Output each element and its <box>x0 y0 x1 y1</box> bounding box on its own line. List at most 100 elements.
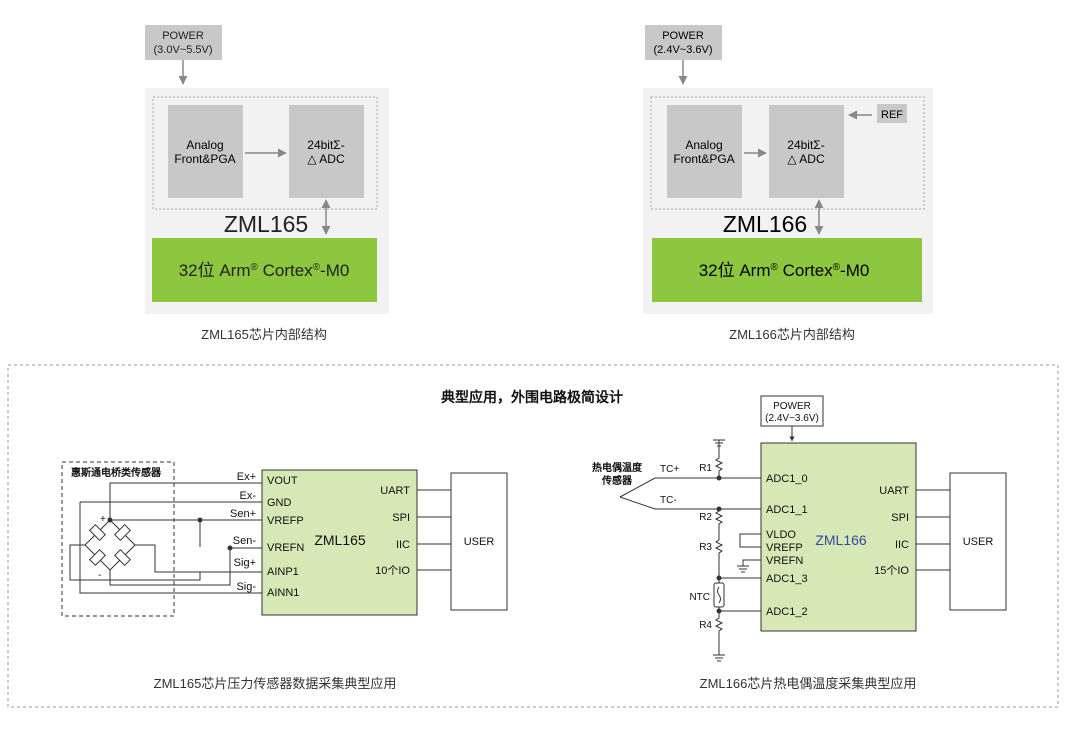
sensor-dashed-box <box>61 461 175 617</box>
application-section-border <box>7 364 1059 708</box>
pin-ainp1: AINP1 <box>267 566 299 578</box>
ref-block <box>877 104 907 123</box>
power-label: POWER <box>162 30 204 42</box>
resistor-r1 <box>714 450 724 478</box>
zml166-chip <box>760 442 917 632</box>
adc-label-line2: △ ADC <box>307 152 345 166</box>
zml165-block-diagram: POWER (3.0V~5.5V) Analog Front&PGA 24bit… <box>145 25 389 342</box>
wire-vldo-vrefp <box>739 533 761 548</box>
adc-block <box>289 105 364 198</box>
wire-vrefn-ground <box>742 559 761 566</box>
pin-vrefp: VREFP <box>267 515 304 527</box>
mcu-block <box>652 238 922 302</box>
pin-vrefn: VREFN <box>267 542 304 554</box>
user-box <box>949 472 1007 611</box>
wheatstone-bridge <box>84 519 136 571</box>
junction-dot <box>716 575 722 581</box>
pin-adc1-2: ADC1_2 <box>766 606 808 618</box>
power-range: (2.4V~3.6V) <box>653 44 712 56</box>
bridge-resistor <box>114 549 131 566</box>
wire-tc-plus <box>619 477 761 498</box>
wire-sig-minus <box>69 544 201 581</box>
chip-name: ZML166 <box>815 532 867 548</box>
power-label: POWER <box>662 30 704 42</box>
chip-name: ZML166 <box>723 211 807 237</box>
bridge-resistor <box>114 524 131 541</box>
pin-io: 10个IO <box>375 564 410 577</box>
pin-iic: IIC <box>396 539 410 551</box>
mcu-block <box>152 238 377 302</box>
bridge-minus: - <box>98 570 101 581</box>
power-label: POWER <box>773 401 811 412</box>
power-box <box>645 25 722 60</box>
adc-block <box>769 105 844 198</box>
analog-dashed-region <box>152 96 378 210</box>
wire-label-ex-plus: Ex+ <box>237 471 256 483</box>
wire-tc-minus <box>619 496 761 510</box>
wire-label-sig-plus: Sig+ <box>234 557 256 569</box>
r3-label: R3 <box>699 542 712 553</box>
mcu-label: 32位 Arm® Cortex®-M0 <box>699 261 870 280</box>
sensor-label: 惠斯通电桥类传感器 <box>71 466 162 479</box>
pin-ainn1: AINN1 <box>267 587 299 599</box>
tc-minus-label: TC- <box>660 495 677 506</box>
caption: ZML166芯片热电偶温度采集典型应用 <box>700 676 917 691</box>
junction-dot <box>716 608 722 614</box>
resistor-r4 <box>714 615 724 655</box>
caption: ZML165芯片压力传感器数据采集典型应用 <box>154 676 397 691</box>
pin-spi: SPI <box>891 512 909 524</box>
wire-label-sen-minus: Sen- <box>233 535 257 547</box>
power-range: (2.4V~3.6V) <box>765 413 819 424</box>
power-box <box>760 395 824 427</box>
r2-label: R2 <box>699 512 712 523</box>
adc-label-line1: 24bitΣ- <box>787 138 824 152</box>
pin-vout: VOUT <box>267 475 298 487</box>
analog-frontend-block <box>168 105 243 198</box>
wire-sig-plus <box>135 544 262 573</box>
user-label: USER <box>963 536 994 548</box>
afe-label-line1: Analog <box>186 138 223 152</box>
analog-frontend-block <box>667 105 742 198</box>
junction-dot <box>227 545 233 551</box>
resistor-r3 <box>714 530 724 578</box>
bridge-resistor <box>89 549 106 566</box>
ntc-label: NTC <box>689 592 710 603</box>
pin-vrefp: VREFP <box>766 542 803 554</box>
ref-label: REF <box>881 109 903 121</box>
wire-ex-minus-return <box>79 502 262 594</box>
chip-name: ZML165 <box>314 532 366 548</box>
afe-label-line2: Front&PGA <box>673 152 734 166</box>
pin-adc1-0: ADC1_0 <box>766 473 808 485</box>
ntc-symbol <box>717 586 721 604</box>
mcu-label: 32位 Arm® Cortex®-M0 <box>179 261 350 280</box>
adc-label-line1: 24bitΣ- <box>307 138 344 152</box>
user-label: USER <box>464 536 495 548</box>
section-title: 典型应用，外围电路极简设计 <box>441 389 623 405</box>
chip-name: ZML165 <box>224 211 308 237</box>
caption: ZML166芯片内部结构 <box>729 327 855 342</box>
analog-dashed-region <box>650 96 925 210</box>
junction-dot <box>716 506 722 512</box>
pin-gnd: GND <box>267 497 292 509</box>
thermocouple-label-line1: 热电偶温度 <box>592 461 643 474</box>
tc-plus-label: TC+ <box>660 464 679 475</box>
pin-uart: UART <box>879 485 909 497</box>
afe-label-line1: Analog <box>685 138 722 152</box>
wire-label-sig-minus: Sig- <box>236 581 256 593</box>
bridge-resistor <box>89 524 106 541</box>
pin-vrefn: VREFN <box>766 555 803 567</box>
pin-adc1-1: ADC1_1 <box>766 504 808 516</box>
resistor-r2 <box>714 509 724 530</box>
junction-dot <box>197 517 203 523</box>
pin-vldo: VLDO <box>766 529 796 541</box>
pin-io: 15个IO <box>874 564 909 577</box>
pin-uart: UART <box>380 485 410 497</box>
zml166-block-diagram: POWER (2.4V~3.6V) Analog Front&PGA 24bit… <box>643 25 933 342</box>
wire-label-sen-plus: Sen+ <box>230 508 256 520</box>
zml166-application-circuit: POWER (2.4V~3.6V) 热电偶温度 传感器 TC+ TC- R1 R… <box>592 395 1007 691</box>
zml165-application-circuit: 惠斯通电桥类传感器 + - Ex+ Ex- Sen+ Sen- Sig+ <box>61 461 508 691</box>
afe-label-line2: Front&PGA <box>174 152 235 166</box>
wire-ex-plus <box>109 482 262 520</box>
pin-spi: SPI <box>392 512 410 524</box>
